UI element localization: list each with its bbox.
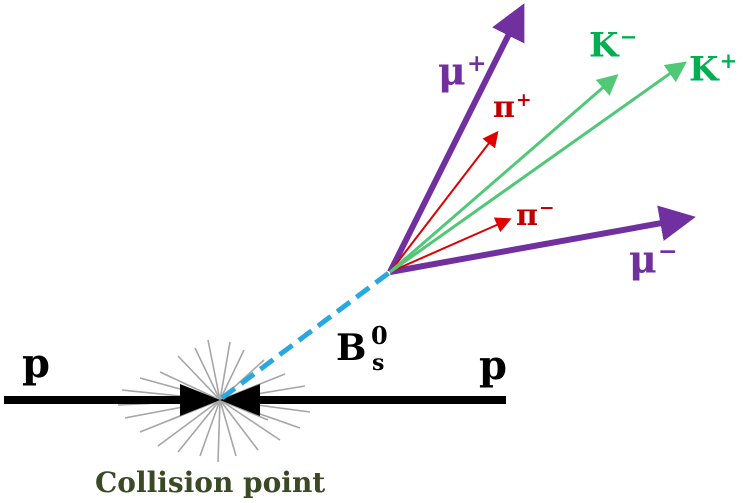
mu-minus-label: μ− bbox=[629, 236, 678, 282]
pi-plus-track bbox=[389, 130, 499, 273]
pi-minus-charge: − bbox=[538, 198, 555, 219]
mu-minus-symbol: μ bbox=[629, 236, 657, 282]
mu-minus-charge: − bbox=[657, 237, 678, 265]
proton-right-label: p bbox=[479, 342, 507, 389]
k-plus-track bbox=[389, 61, 687, 274]
proton-left-label: p bbox=[22, 340, 50, 387]
mu-plus-label: μ+ bbox=[438, 48, 487, 94]
proton-beam-right bbox=[220, 384, 506, 416]
bs-symbol: B bbox=[336, 327, 367, 369]
k-plus-charge: + bbox=[719, 48, 738, 73]
mu-plus-track bbox=[387, 3, 525, 274]
k-plus-symbol: K bbox=[689, 49, 719, 90]
k-plus-label: K+ bbox=[689, 50, 737, 86]
mu-minus-track bbox=[389, 205, 696, 275]
k-minus-track bbox=[389, 74, 619, 274]
bs-meson-label: B 0 s bbox=[336, 324, 406, 380]
pi-plus-charge: + bbox=[515, 90, 532, 111]
bs-superscript: 0 bbox=[371, 321, 388, 350]
pi-plus-label: π+ bbox=[493, 90, 532, 125]
pi-minus-symbol: π bbox=[516, 198, 538, 233]
proton-beam-left bbox=[4, 384, 220, 416]
bs-meson-track bbox=[220, 270, 392, 400]
pi-plus-symbol: π bbox=[493, 90, 515, 125]
bs-subscript: s bbox=[372, 350, 385, 376]
pi-minus-label: π− bbox=[516, 198, 555, 233]
k-minus-charge: − bbox=[619, 24, 638, 49]
mu-plus-charge: + bbox=[466, 49, 487, 77]
k-minus-symbol: K bbox=[589, 25, 619, 66]
k-minus-label: K− bbox=[589, 26, 637, 62]
collision-point-caption: Collision point bbox=[95, 466, 326, 499]
mu-plus-symbol: μ bbox=[438, 48, 466, 94]
pi-minus-track bbox=[389, 217, 512, 273]
